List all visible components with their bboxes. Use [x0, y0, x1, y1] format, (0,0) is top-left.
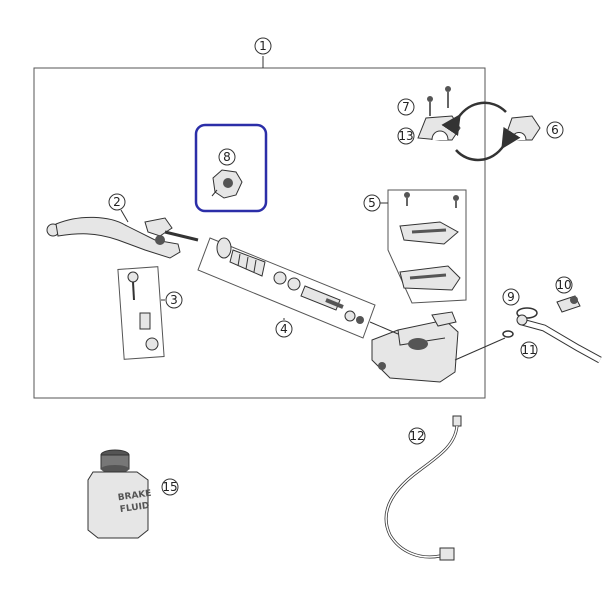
- callout-3: 3: [165, 291, 183, 309]
- connector-line-4: [369, 321, 399, 335]
- callout-8-label: 8: [223, 150, 231, 164]
- callout-13-label: 13: [398, 129, 413, 143]
- callout-4-label: 4: [280, 322, 288, 336]
- part-2-brake-lever[interactable]: [46, 216, 199, 259]
- swap-arrow-top: [441, 101, 507, 137]
- callout-12: 12: [408, 427, 426, 445]
- part-8-adjuster[interactable]: [211, 169, 243, 199]
- callout-6: 6: [546, 121, 564, 139]
- callout-10-label: 10: [556, 278, 571, 292]
- callout-7-label: 7: [402, 100, 410, 114]
- part-4-piston-kit[interactable]: [197, 237, 376, 339]
- callout-4: 4: [275, 320, 293, 338]
- callout-9-label: 9: [507, 290, 515, 304]
- callout-12-label: 12: [409, 429, 424, 443]
- part-15-brake-fluid-bottle[interactable]: BRAKE FLUID: [87, 449, 152, 539]
- part-5-reservoir-cover[interactable]: [387, 189, 467, 304]
- part-13-clamp[interactable]: [417, 115, 461, 141]
- callout-1: 1: [254, 37, 272, 55]
- bottle-label-line1: BRAKE: [117, 489, 152, 504]
- callout-3-label: 3: [170, 293, 178, 307]
- callout-15-label: 15: [162, 480, 177, 494]
- part-12-switch-cable[interactable]: [384, 415, 462, 561]
- callout-5: 5: [363, 194, 381, 212]
- callout-2-leader: [120, 209, 129, 223]
- callout-6-label: 6: [551, 123, 559, 137]
- highlight-box[interactable]: [194, 123, 268, 213]
- callout-1-label: 1: [259, 39, 267, 53]
- part-3-pin-set[interactable]: [117, 266, 165, 360]
- callout-15: 15: [161, 478, 179, 496]
- callout-11: 11: [520, 341, 538, 359]
- master-cylinder-body[interactable]: [371, 311, 459, 383]
- part-10-banjo-bolt[interactable]: [556, 295, 581, 313]
- callout-5-label: 5: [368, 196, 376, 210]
- callout-9: 9: [502, 288, 520, 306]
- callout-11-label: 11: [521, 343, 536, 357]
- swap-arrow-bottom: [455, 126, 521, 162]
- part-6-clamp[interactable]: [504, 115, 541, 141]
- callout-7: 7: [397, 98, 415, 116]
- part-11-brake-hose[interactable]: [516, 314, 602, 364]
- callout-2-label: 2: [113, 195, 121, 209]
- callout-2: 2: [108, 193, 126, 211]
- connector-line-11: [454, 337, 506, 361]
- part-7-clamp-bolts[interactable]: [427, 86, 451, 116]
- assembly-frame: [33, 67, 486, 399]
- bottle-label-line2: FLUID: [119, 501, 150, 515]
- callout-13: 13: [397, 127, 415, 145]
- callout-10: 10: [555, 276, 573, 294]
- callout-8: 8: [218, 148, 236, 166]
